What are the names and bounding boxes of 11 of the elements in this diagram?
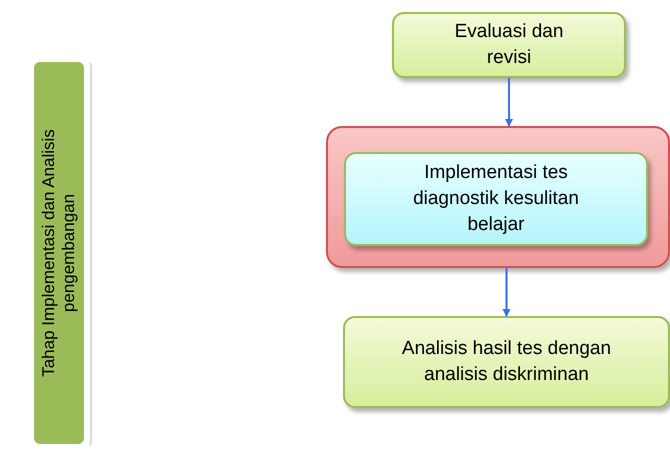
group-box xyxy=(326,126,670,268)
process-box xyxy=(343,316,670,408)
process-box xyxy=(392,12,626,78)
box-label: Analisis hasil tes dengan analisis diskriminan xyxy=(400,337,612,387)
arrow xyxy=(502,268,510,317)
arrow xyxy=(505,78,513,127)
process-box xyxy=(344,152,648,246)
stage-label: Tahap Implementasi dan Analisis pengembangan xyxy=(39,129,78,377)
stage-bar xyxy=(34,62,84,444)
box-label: Evaluasi dan revisi xyxy=(454,20,564,70)
box-label: Implementasi tes diagnostik kesulitan belajar xyxy=(412,161,580,237)
